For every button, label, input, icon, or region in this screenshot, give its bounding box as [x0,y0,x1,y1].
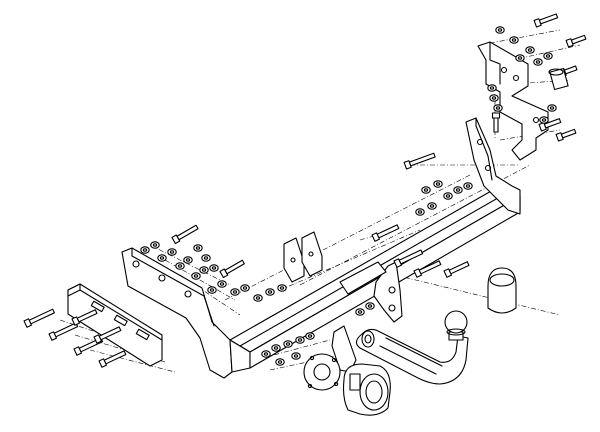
tow-ball-mount-bracket [339,261,403,323]
tow-ball-cover [487,267,517,314]
nut [157,254,167,262]
nut [509,36,519,44]
nut [217,280,227,288]
nut [183,256,193,264]
bolt [48,322,79,341]
nut [291,352,301,360]
nut [150,241,160,249]
nut [277,284,287,292]
nut [421,186,431,194]
nut [433,180,443,188]
bolt [93,326,122,344]
left-mounting-plate [67,283,163,367]
nut [193,244,203,252]
bolt [171,224,199,245]
bolt [555,128,577,142]
nut [443,192,453,200]
bolt [219,259,245,279]
spacer-sleeve [548,67,569,91]
electrical-socket-plate [303,325,357,391]
nut [175,262,185,270]
spacer-plates [283,231,323,283]
nut [515,54,525,62]
nut [283,340,293,348]
bolt [443,261,470,278]
nut [415,208,425,216]
bolt [533,13,559,28]
nut [275,358,285,366]
tow-ball [444,310,468,341]
nut [525,46,535,54]
bolt [538,118,562,132]
nut [305,332,315,340]
nut [261,350,271,358]
right-upper-bracket [477,41,549,161]
bolt [413,260,442,278]
nut [427,202,437,210]
nut [547,104,557,112]
bolt [393,249,424,268]
nut [495,26,505,34]
bolt [403,152,436,170]
nut [295,336,305,344]
nut [140,246,150,254]
nut [365,302,375,310]
bolt [371,224,400,242]
nut [240,284,250,292]
right-side-bracket [465,117,521,215]
nut [489,94,499,102]
bolt [491,112,501,133]
electrical-socket [342,363,391,416]
bolt [565,34,587,48]
left-side-bracket [121,247,233,379]
nut [487,84,497,92]
tow-arm [355,328,469,385]
bolt [71,309,98,326]
bolt [23,308,55,328]
nut [265,288,275,296]
nut [543,52,553,60]
nut [253,294,263,302]
bolts-group [23,13,587,368]
nut [209,264,219,272]
nut [463,182,473,190]
nut [493,104,503,112]
nut [453,186,463,194]
nuts-group [140,26,557,366]
nut [201,254,211,262]
nut [533,58,543,66]
bolt [98,350,127,368]
nut [191,272,201,280]
nut [355,308,365,316]
nut [167,248,177,256]
nut [207,286,217,294]
nut [199,266,209,274]
nut [271,344,281,352]
nut [539,116,549,124]
nut [230,288,240,296]
